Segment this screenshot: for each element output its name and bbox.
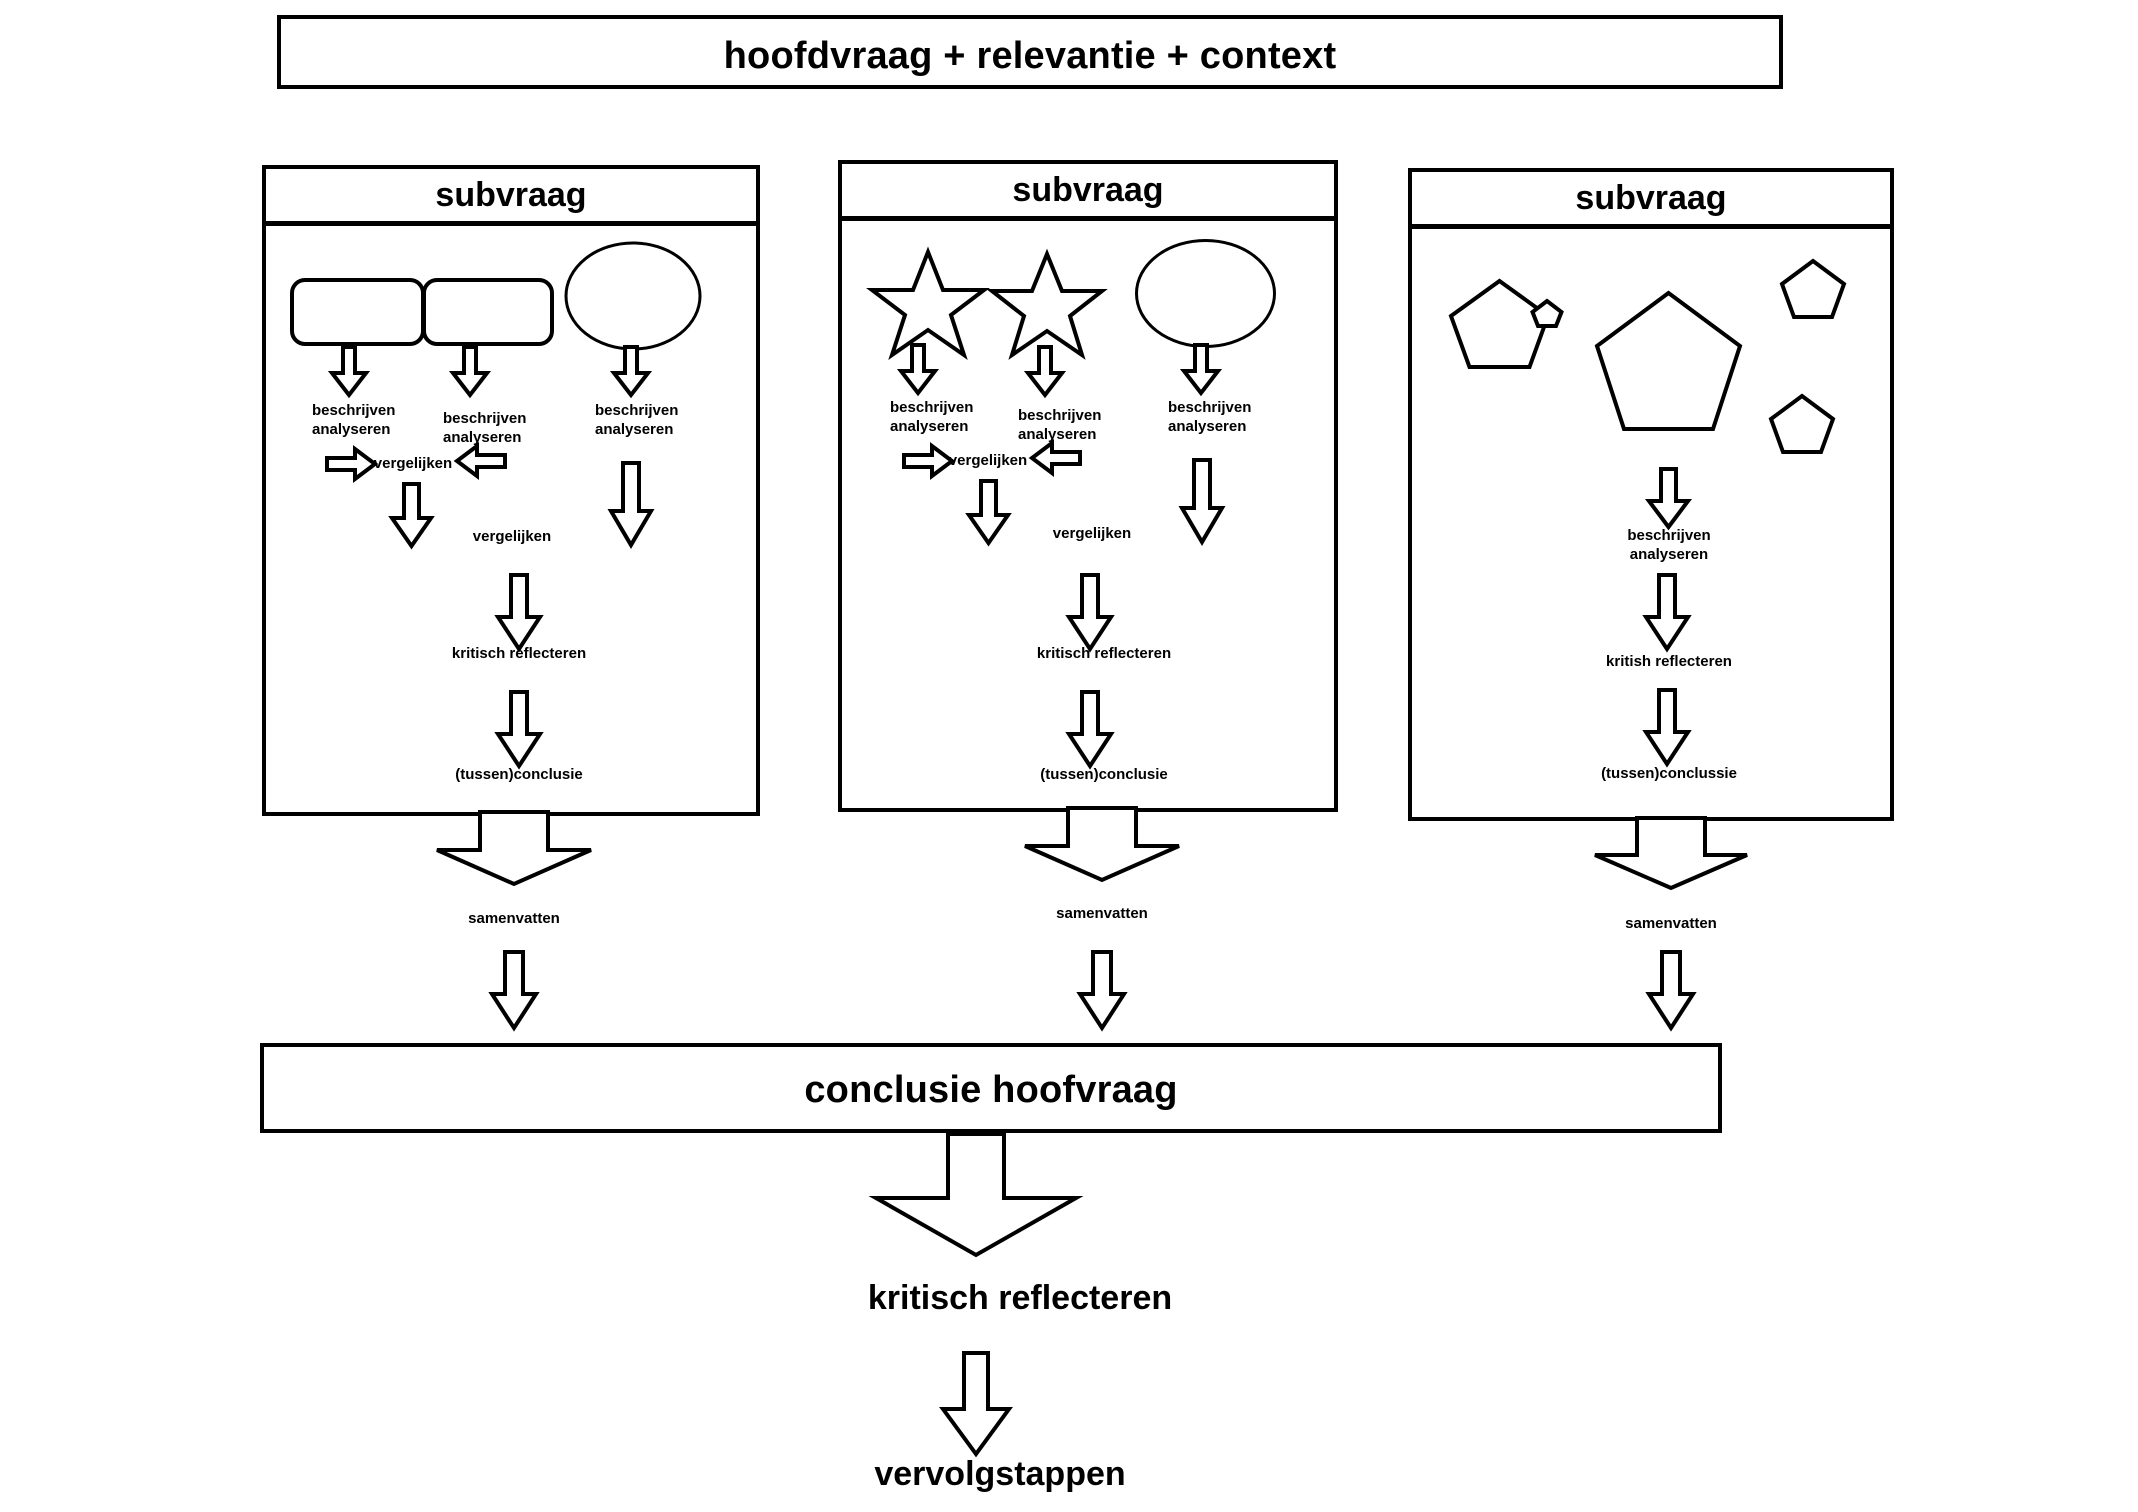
subquestion-header-1: subvraag <box>262 165 760 226</box>
down-arrow-1b <box>448 345 492 399</box>
main-conclusion-label: conclusie hoofvraag <box>804 1069 1178 1111</box>
left-arrow-1 <box>453 442 507 480</box>
main-question-label: hoofdvraag + relevantie + context <box>723 35 1337 77</box>
summarize-arrow-2 <box>1022 806 1182 883</box>
subquestion-title-1: subvraag <box>435 175 587 214</box>
conclusion-label-3: (tussen)conclussie <box>1601 765 1737 782</box>
star-shape-2a <box>866 246 990 361</box>
next-steps-label: vervolgstappen <box>874 1455 1126 1493</box>
pentagon-shape-3b <box>1530 298 1564 328</box>
pentagon-shape-3e <box>1768 393 1836 455</box>
down-arrow-3-conclusion <box>1642 688 1692 768</box>
describe-label-2c: beschrijven analyseren <box>1168 399 1252 435</box>
conclusion-label-1: (tussen)conclusie <box>455 766 583 783</box>
compare-label-1-lower: vergelijken <box>472 528 552 545</box>
summarize-arrow-1 <box>434 810 594 887</box>
compare-label-2-inline: vergelijken <box>948 452 1028 469</box>
right-arrow-1 <box>325 445 379 483</box>
down-arrow-1-conclusion <box>494 690 544 770</box>
down-arrow-2-conclusion <box>1065 690 1115 770</box>
right-arrow-2 <box>902 442 956 480</box>
down-arrow-3-reflect <box>1642 573 1692 653</box>
down-arrow-3-to-conclusion <box>1645 950 1697 1032</box>
star-shape-2b <box>986 248 1108 360</box>
subquestion-title-3: subvraag <box>1575 178 1727 217</box>
down-arrow-2-to-conclusion <box>1076 950 1128 1032</box>
main-conclusion-bar: conclusie hoofvraag <box>260 1043 1722 1133</box>
describe-label-1b: beschrijven analyseren <box>443 410 527 446</box>
summarize-label-3: samenvatten <box>1625 915 1717 932</box>
down-arrow-1a <box>327 345 371 399</box>
conclusion-label-2: (tussen)conclusie <box>1040 766 1168 783</box>
reflect-label-2: kritisch reflecteren <box>1036 645 1172 662</box>
down-arrow-2a <box>896 343 940 397</box>
subquestion-header-3: subvraag <box>1408 168 1894 229</box>
pentagon-shape-3d <box>1779 258 1847 320</box>
down-arrow-1-right-long <box>607 461 655 549</box>
down-arrow-2b <box>1023 345 1067 399</box>
compare-label-2-lower: vergelijken <box>1052 525 1132 542</box>
describe-label-3: beschrijven analyseren <box>1627 527 1711 563</box>
describe-label-2b: beschrijven analyseren <box>1018 407 1102 443</box>
down-arrow-3-describe <box>1645 467 1692 531</box>
compare-label-1-inline: vergelijken <box>373 455 453 472</box>
down-arrow-1-compare <box>388 482 435 550</box>
down-arrow-1-reflect <box>494 573 544 653</box>
final-reflect-label: kritisch reflecteren <box>867 1279 1173 1317</box>
down-arrow-final-next <box>939 1351 1013 1458</box>
subquestion-header-2: subvraag <box>838 160 1338 221</box>
down-arrow-2-right-long <box>1178 458 1226 546</box>
down-arrow-2c <box>1179 343 1223 397</box>
main-question-bar: hoofdvraag + relevantie + context <box>277 15 1783 89</box>
ellipse-shape-2 <box>1133 237 1278 350</box>
rounded-rectangle-shape-1b <box>422 278 554 346</box>
down-arrow-1-to-conclusion <box>488 950 540 1032</box>
describe-label-1c: beschrijven analyseren <box>595 402 679 438</box>
down-arrow-final-reflect <box>868 1132 1084 1258</box>
rounded-rectangle-shape-1a <box>290 278 425 346</box>
summarize-label-2: samenvatten <box>1056 905 1148 922</box>
describe-label-2a: beschrijven analyseren <box>890 399 974 435</box>
subquestion-title-2: subvraag <box>1012 170 1164 209</box>
reflect-label-1: kritisch reflecteren <box>451 645 587 662</box>
down-arrow-2-reflect <box>1065 573 1115 653</box>
pentagon-shape-3c <box>1592 290 1745 433</box>
describe-label-1a: beschrijven analyseren <box>312 402 396 438</box>
down-arrow-2-compare <box>965 479 1012 547</box>
ellipse-shape-1 <box>563 240 703 352</box>
down-arrow-1c <box>609 345 653 399</box>
reflect-label-3: kritish reflecteren <box>1606 653 1732 670</box>
summarize-arrow-3 <box>1592 816 1750 891</box>
summarize-label-1: samenvatten <box>468 910 560 927</box>
left-arrow-2 <box>1028 439 1082 477</box>
